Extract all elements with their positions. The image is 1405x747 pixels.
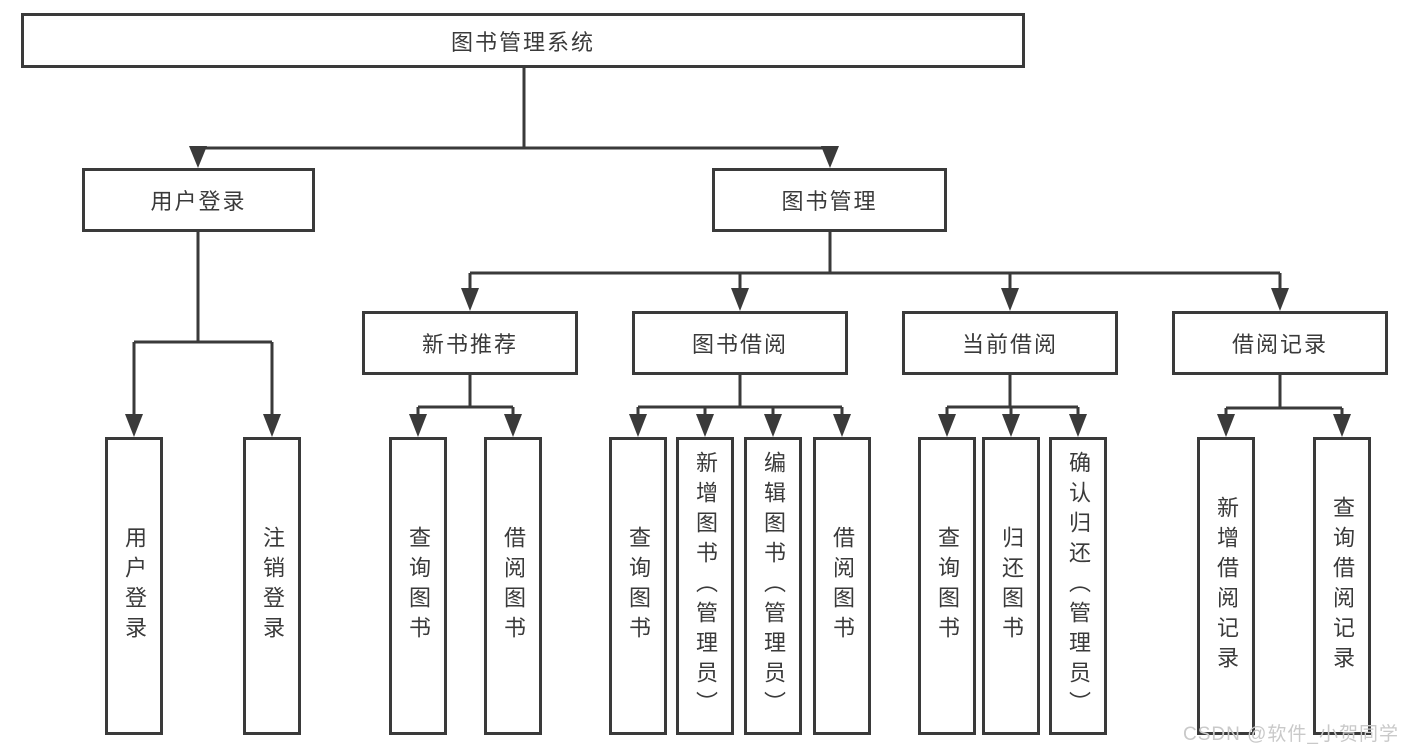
leaf-label: 查询图书 — [406, 526, 431, 646]
node-label: 借阅记录 — [1231, 332, 1328, 357]
leaf-label: 确认归还（管理员） — [1066, 451, 1091, 721]
connector-mgmt-to-level3 — [468, 232, 1282, 292]
leaf-label: 查询图书 — [626, 526, 651, 646]
arrowheads-level3 — [461, 288, 1289, 311]
connector-borrow-to-leaves — [636, 375, 844, 420]
node-current-borrowing: 当前借阅 — [902, 311, 1118, 375]
node-book-management: 图书管理 — [712, 168, 947, 232]
node-label: 用户登录 — [150, 189, 247, 214]
leaf-label: 查询借阅记录 — [1330, 496, 1355, 676]
connector-recommend-to-leaves — [416, 375, 515, 420]
arrowheads-leaves — [409, 414, 1351, 437]
leaf-borrow-books: 借阅图书 — [813, 437, 871, 735]
node-library-management-system: 图书管理系统 — [21, 13, 1025, 68]
leaf-query-books: 查询图书 — [609, 437, 667, 735]
leaf-label: 新增图书（管理员） — [693, 451, 718, 721]
connector-records-to-leaves — [1224, 375, 1344, 420]
leaf-query-books: 查询图书 — [389, 437, 447, 735]
leaf-query-books: 查询图书 — [918, 437, 976, 735]
node-label: 图书管理 — [781, 189, 878, 214]
leaf-query-borrow-record: 查询借阅记录 — [1313, 437, 1371, 735]
leaf-label: 编辑图书（管理员） — [761, 451, 786, 721]
leaf-user-login: 用户登录 — [105, 437, 163, 735]
connector-login-to-leaves — [132, 232, 274, 420]
connector-current-to-leaves — [945, 375, 1080, 420]
leaf-label: 新增借阅记录 — [1214, 496, 1239, 676]
node-label: 当前借阅 — [961, 332, 1058, 357]
csdn-watermark: CSDN @软件_小贺同学 — [1183, 724, 1399, 745]
node-label: 图书借阅 — [691, 332, 788, 357]
leaf-add-book-admin: 新增图书（管理员） — [676, 437, 734, 735]
node-label: 图书管理系统 — [450, 29, 595, 55]
leaf-return-book: 归还图书 — [982, 437, 1040, 735]
leaf-label: 借阅图书 — [501, 526, 526, 646]
arrowheads-login-leaves — [125, 414, 281, 437]
leaf-label: 借阅图书 — [830, 526, 855, 646]
leaf-confirm-return-admin: 确认归还（管理员） — [1049, 437, 1107, 735]
leaf-label: 注销登录 — [260, 526, 285, 646]
node-new-book-recommendation: 新书推荐 — [362, 311, 578, 375]
leaf-edit-book-admin: 编辑图书（管理员） — [744, 437, 802, 735]
leaf-label: 查询图书 — [935, 526, 960, 646]
arrowheads-level2 — [189, 146, 839, 168]
leaf-add-borrow-record: 新增借阅记录 — [1197, 437, 1255, 735]
leaf-label: 用户登录 — [122, 526, 147, 646]
node-label: 新书推荐 — [421, 332, 518, 357]
leaf-logout: 注销登录 — [243, 437, 301, 735]
leaf-label: 归还图书 — [999, 526, 1024, 646]
leaf-borrow-books: 借阅图书 — [484, 437, 542, 735]
connector-root-to-level2 — [198, 68, 830, 150]
node-book-borrowing: 图书借阅 — [632, 311, 848, 375]
node-borrowing-records: 借阅记录 — [1172, 311, 1388, 375]
node-user-login: 用户登录 — [82, 168, 315, 232]
